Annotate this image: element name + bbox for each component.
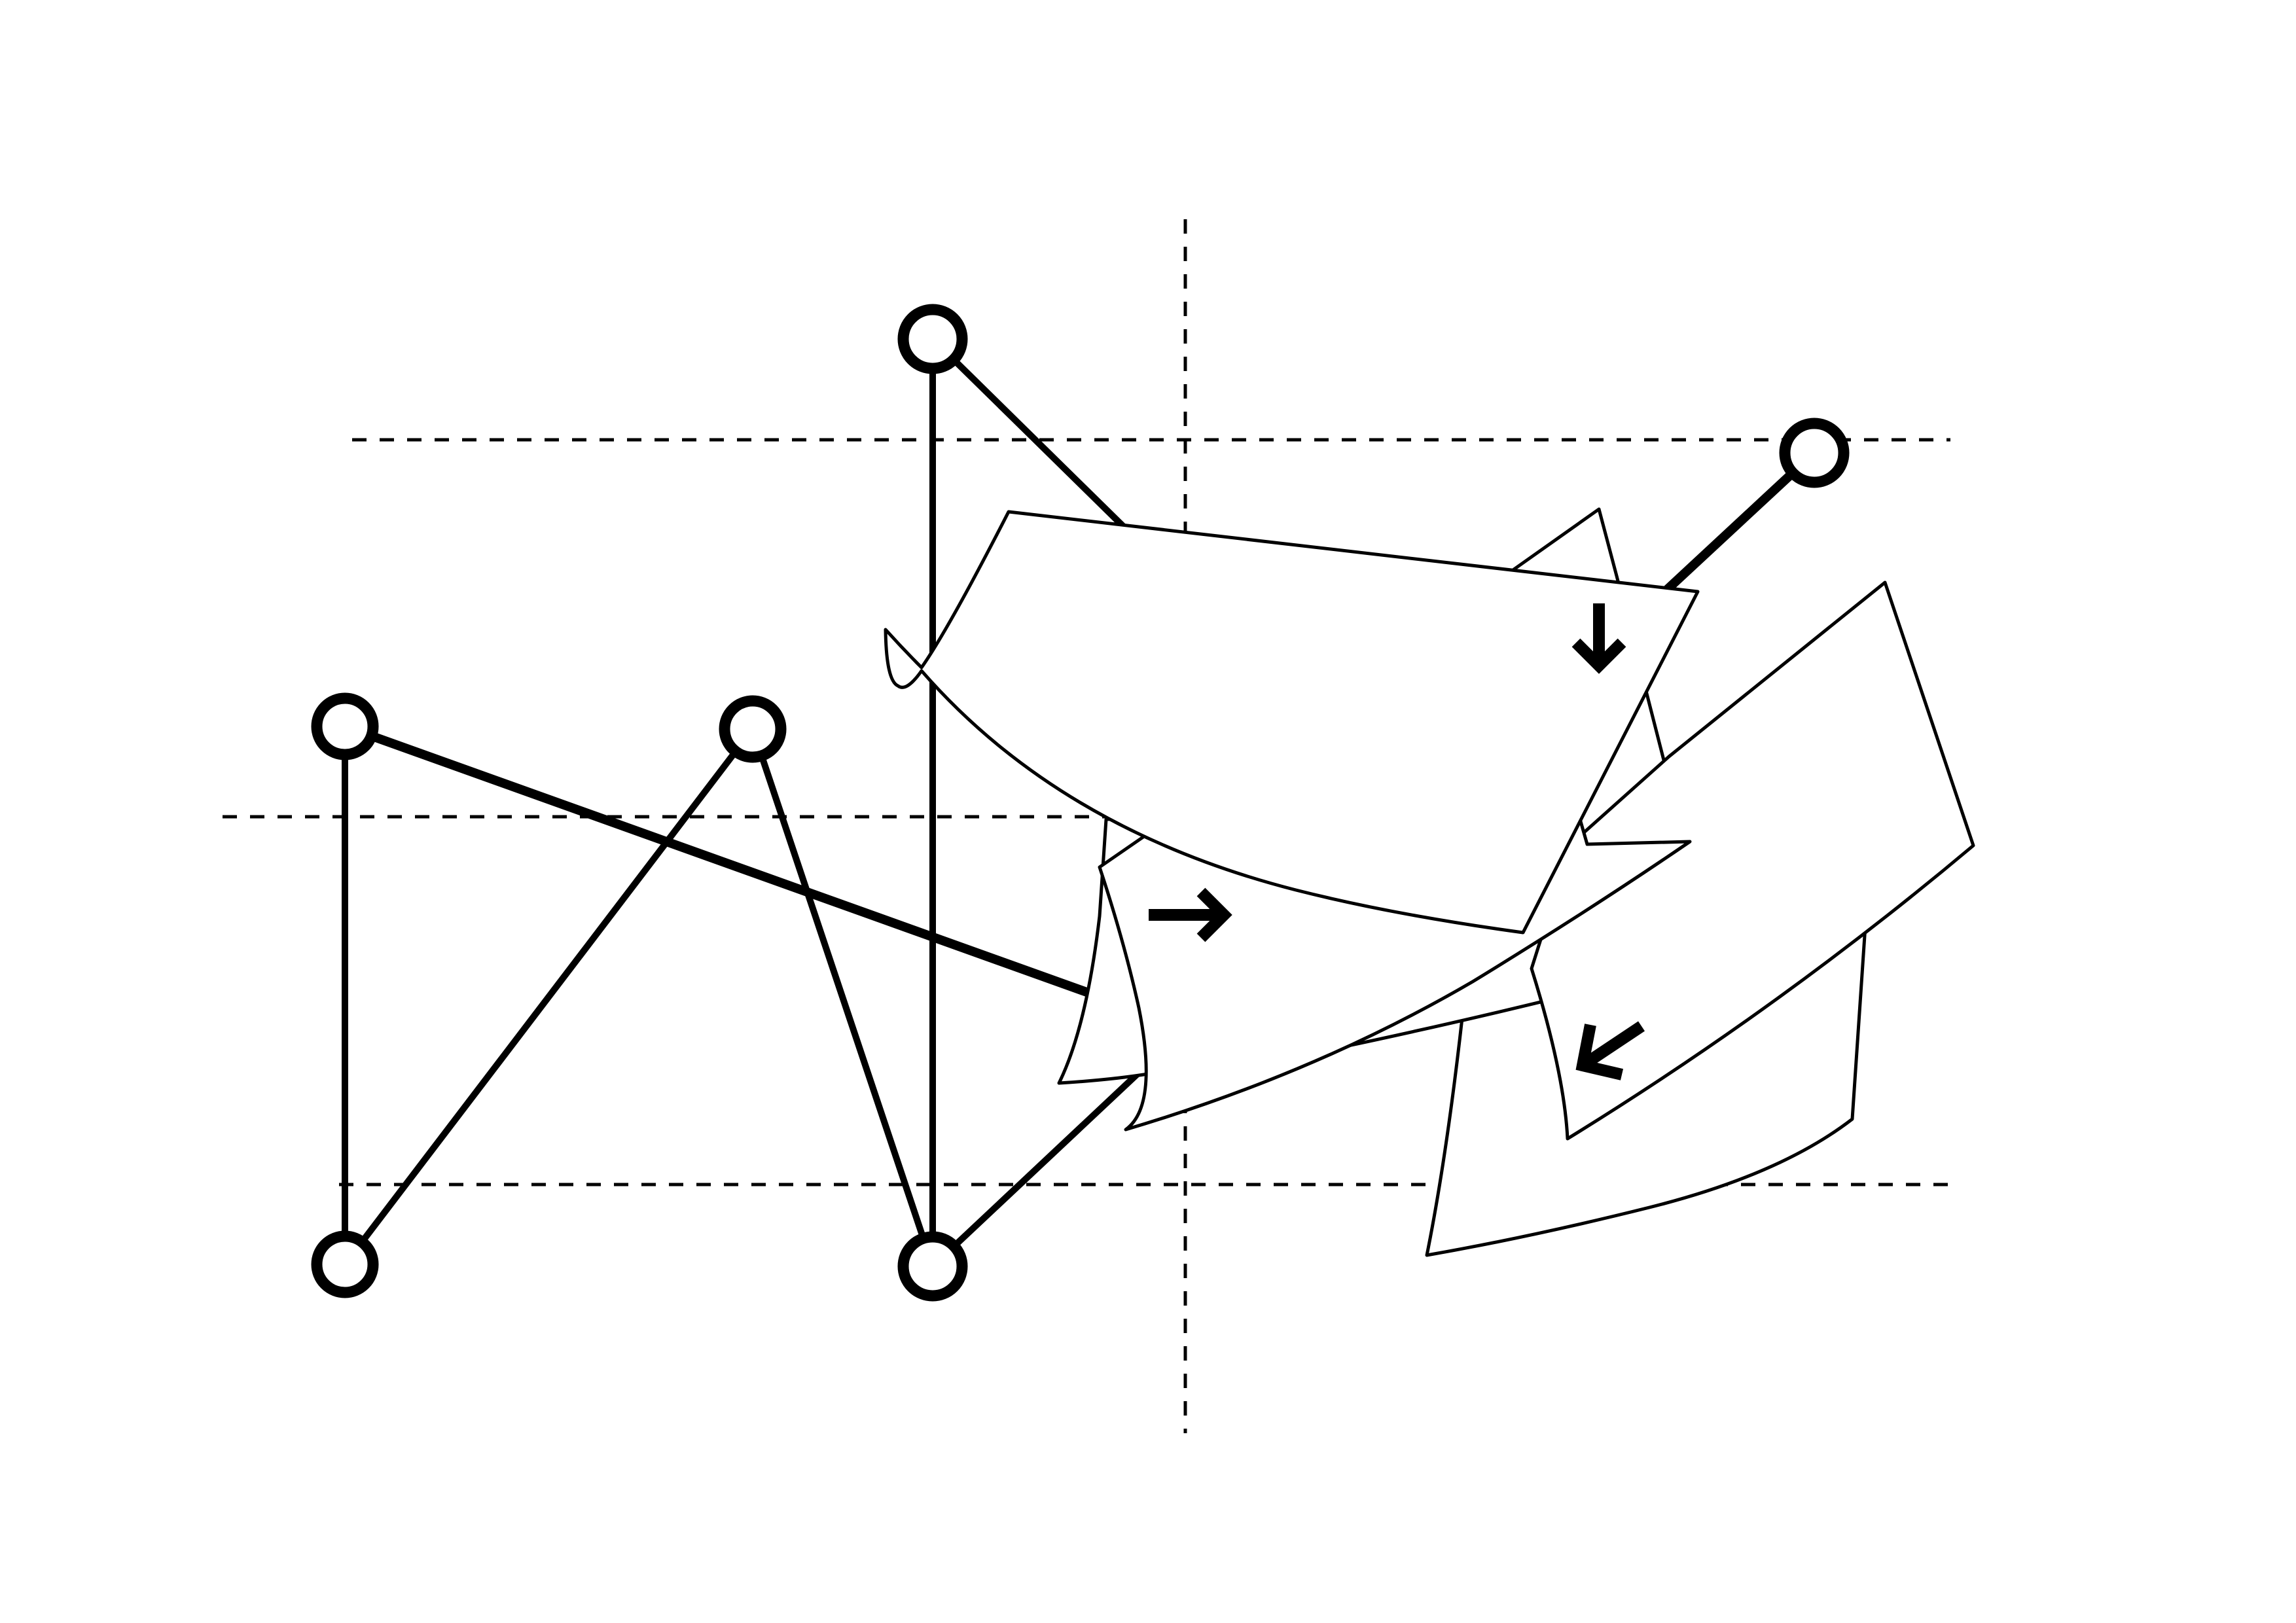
joints [311,304,1850,1302]
sheet-right [1530,580,1975,1141]
link-upper-left-to-sheet [340,722,1121,1007]
link-upper-middle-to-bottom-middle [749,726,936,1270]
joint-upper-middle [719,695,787,763]
joint-upper-right [1779,418,1850,488]
link-bottom-left-to-upper-middle [342,726,756,1268]
joint-bottom-middle [897,1231,968,1302]
sheets [884,507,1975,1257]
joint-bottom-left [311,1230,379,1298]
motion-arrows [1149,603,1645,1080]
link-sheet-to-upper-right [1645,448,1819,611]
arrow-down-left-icon [1575,1021,1645,1080]
sheet-front [884,510,1700,935]
arrow-down-icon [1571,603,1626,674]
link-bottom-middle-to-sheet [929,1060,1152,1270]
arrow-right-icon [1149,887,1232,942]
joint-top [897,304,968,374]
joint-upper-left [311,692,379,760]
linkage-bars [340,336,1819,1270]
